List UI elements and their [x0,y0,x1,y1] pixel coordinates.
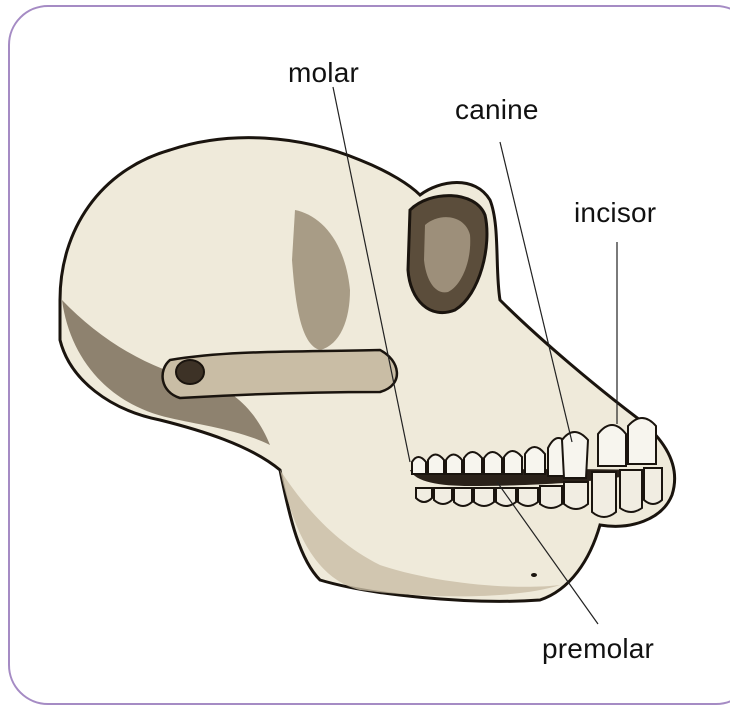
premolar-label: premolar [542,633,654,665]
mental-foramen [531,573,537,577]
ear-opening [176,360,204,384]
canine-label: canine [455,94,539,126]
molar-label: molar [288,57,359,89]
incisor-label: incisor [574,197,656,229]
canine-tooth [562,432,588,478]
